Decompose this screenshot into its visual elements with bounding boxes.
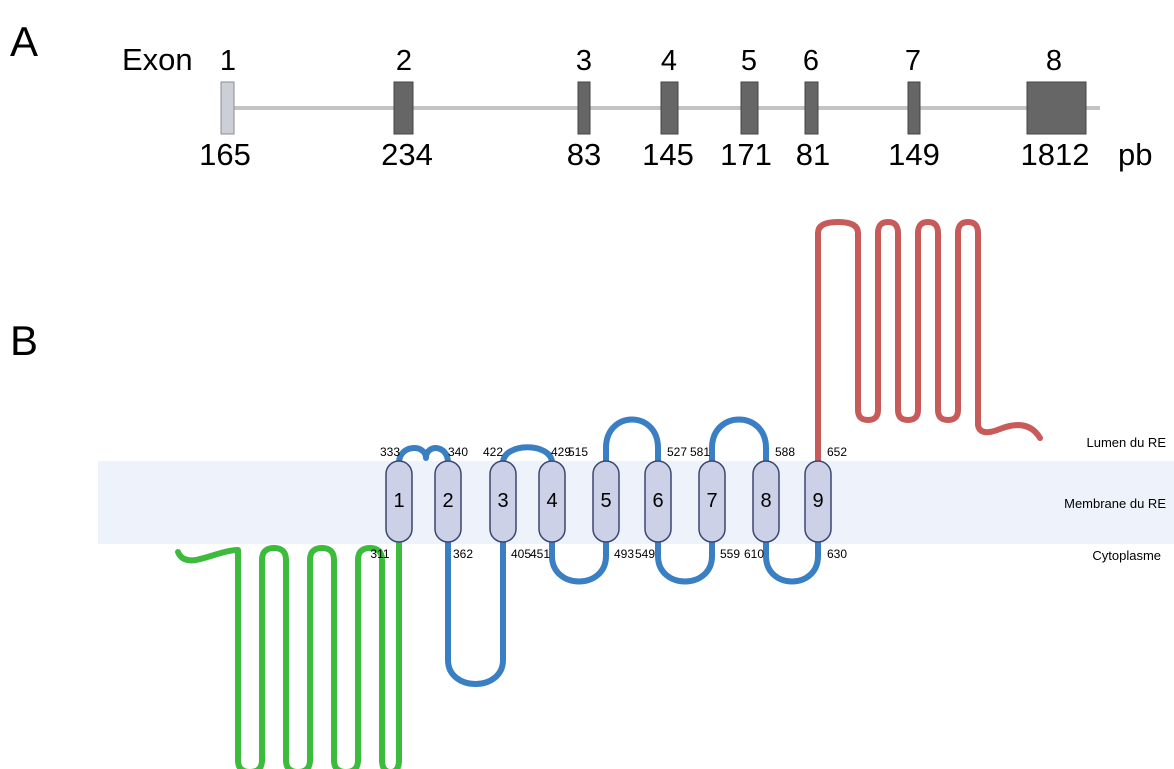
tm-segment-1 [385, 460, 413, 543]
tm-segment-label-8: 8 [760, 490, 771, 512]
exon-size-1: 165 [199, 137, 251, 172]
residue-top-3: 422 [483, 445, 503, 459]
exon-number-1: 1 [220, 45, 236, 77]
residue-bottom-9: 630 [827, 547, 847, 561]
loop-3-4-luminal [500, 444, 555, 466]
residue-top-4: 429 [551, 445, 571, 459]
exon-number-6: 6 [803, 45, 819, 77]
exon-size-2: 234 [381, 137, 433, 172]
exon-size-4: 145 [642, 137, 694, 172]
membrane-label: Membrane du RE [1064, 496, 1166, 511]
transmembrane-loops [396, 416, 821, 687]
exon-number-5: 5 [741, 45, 757, 77]
tm-segment-label-7: 7 [706, 490, 717, 512]
tm-segment-7 [698, 460, 726, 543]
tm-segment-label-3: 3 [497, 490, 508, 512]
loop-5-6-luminal [603, 416, 661, 466]
panel-a-letter: A [10, 18, 38, 65]
c-terminal-luminal-domain [815, 219, 1043, 466]
residue-bottom-4: 451 [530, 547, 550, 561]
residue-top-9: 652 [827, 445, 847, 459]
loop-4-5-cytoplasmic [549, 537, 609, 585]
exon-sizes: 165 234 83 145 171 81 149 1812 [199, 137, 1089, 172]
loop-1-2-luminal [396, 445, 451, 466]
residue-top-8: 588 [775, 445, 795, 459]
tm-segment-6 [644, 460, 672, 543]
panel-b-letter: B [10, 317, 38, 364]
tm-segment-label-6: 6 [652, 490, 663, 512]
residue-bottom-2: 362 [453, 547, 473, 561]
loop-7-8-luminal [709, 416, 769, 466]
cytoplasm-label: Cytoplasme [1092, 548, 1161, 563]
tm-segment-8 [752, 460, 780, 543]
residue-top-5: 515 [568, 445, 588, 459]
tm-segment-label-1: 1 [393, 490, 404, 512]
exon-box-5 [740, 81, 759, 135]
size-unit-label: pb [1118, 137, 1152, 172]
tm-segment-2 [434, 460, 462, 543]
residue-bottom-1: 311 [370, 547, 389, 561]
residue-bottom-6: 549 [635, 547, 655, 561]
loop-2-3-cytoplasmic [445, 537, 506, 687]
tm-segment-label-4: 4 [546, 490, 557, 512]
exon-box-3 [577, 81, 591, 135]
residue-top-7: 581 [690, 445, 710, 459]
loop-6-7-cytoplasmic [655, 537, 715, 585]
exon-box-8 [1026, 81, 1087, 135]
residue-top-2: 340 [448, 445, 468, 459]
exon-number-2: 2 [396, 45, 412, 77]
tm-segment-label-9: 9 [812, 490, 823, 512]
tm-segment-9 [804, 460, 832, 543]
exon-size-8: 1812 [1021, 137, 1090, 172]
residue-bottom-7: 559 [720, 547, 740, 561]
tm-segment-4 [538, 460, 566, 543]
residue-bottom-3: 405 [511, 547, 531, 561]
exon-box-6 [804, 81, 819, 135]
exon-numbers: 1 2 3 4 5 6 7 8 [220, 45, 1062, 77]
tm-segment-label-2: 2 [442, 490, 453, 512]
lumen-label: Lumen du RE [1087, 435, 1167, 450]
exon-boxes [220, 81, 1087, 135]
er-membrane-band [98, 461, 1174, 544]
tm-segment-label-5: 5 [600, 490, 611, 512]
exon-box-1 [220, 81, 235, 135]
tm-segment-5 [592, 460, 620, 543]
residue-top-1: 333 [380, 445, 400, 459]
tm-segment-3 [489, 460, 517, 543]
exon-size-3: 83 [567, 137, 601, 172]
residue-bottom-5: 493 [614, 547, 634, 561]
transmembrane-segments: 1 2 3 4 5 6 7 8 9 [385, 460, 832, 543]
exon-number-8: 8 [1046, 45, 1062, 77]
loop-8-9-cytoplasmic [763, 537, 821, 585]
residue-top-6: 527 [667, 445, 687, 459]
exon-number-4: 4 [661, 45, 677, 77]
exon-box-7 [907, 81, 921, 135]
exon-size-7: 149 [888, 137, 940, 172]
exon-number-7: 7 [905, 45, 921, 77]
exon-size-5: 171 [720, 137, 772, 172]
exon-number-3: 3 [576, 45, 592, 77]
exon-box-2 [393, 81, 414, 135]
exon-box-4 [660, 81, 679, 135]
residue-bottom-8: 610 [744, 547, 764, 561]
n-terminal-cytoplasmic-domain [175, 497, 402, 769]
exon-axis-label: Exon [122, 42, 193, 77]
exon-size-6: 81 [796, 137, 830, 172]
